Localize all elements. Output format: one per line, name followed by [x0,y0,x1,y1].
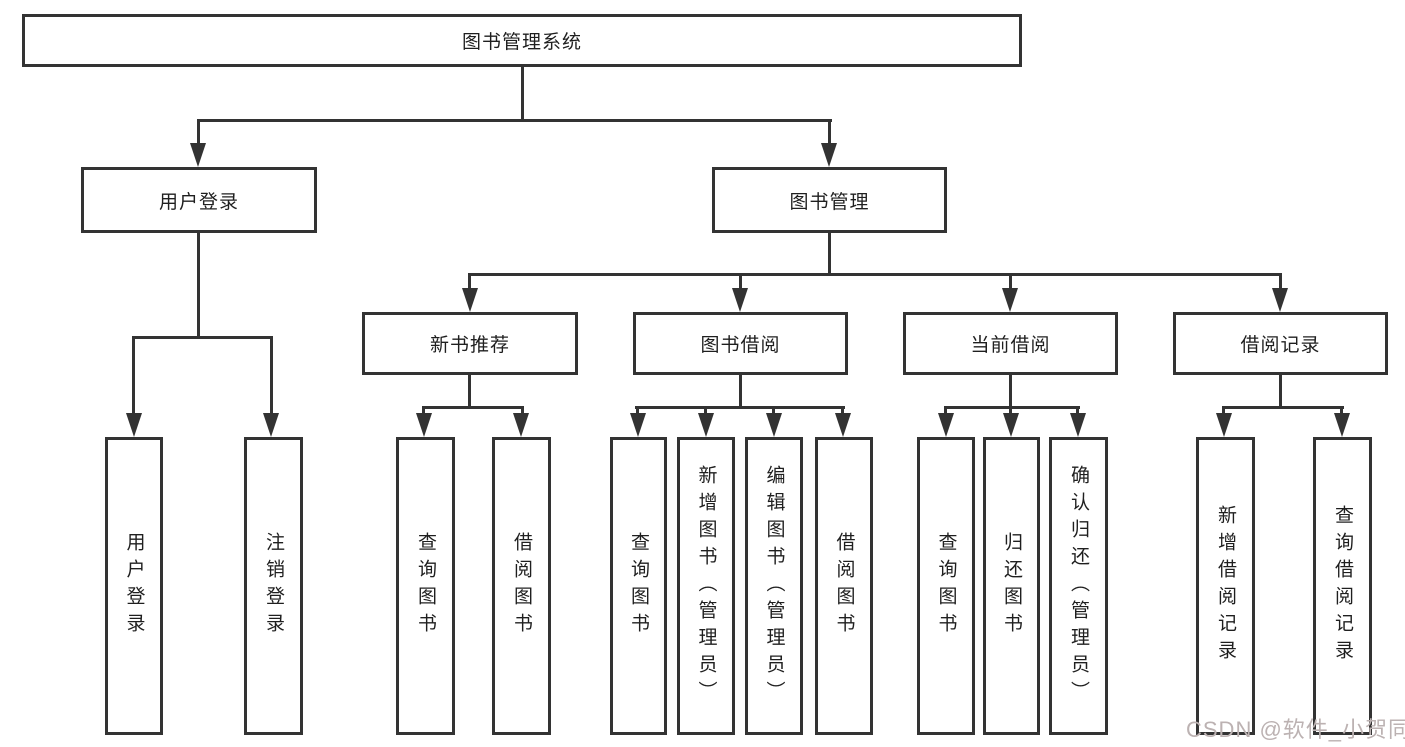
leaf-query-books-1: 查询图书 [396,437,455,735]
leaf-add-borrow-record-label: 新增借阅记录 [1215,505,1236,667]
connector-line [132,336,273,339]
connector-line [635,406,845,409]
arrow-down-icon [190,143,206,167]
connector-line [197,233,200,339]
node-book-management-label: 图书管理 [789,191,870,213]
connector-line [521,67,524,121]
leaf-confirm-return-admin: 确认归还（管理员） [1049,437,1108,735]
leaf-query-books-3-label: 查询图书 [935,532,957,640]
leaf-borrow-books-2: 借阅图书 [815,437,873,735]
connector-line [944,406,1080,409]
node-current-borrowing-label: 当前借阅 [970,335,1051,356]
connector-line [270,339,273,415]
node-library-system-label: 图书管理系统 [461,32,582,53]
connector-line [1009,276,1012,290]
connector-line [468,276,471,290]
connector-line [468,273,1282,276]
node-current-borrowing: 当前借阅 [903,312,1118,375]
connector-line [132,339,135,415]
leaf-query-books-3: 查询图书 [917,437,975,735]
connector-line [1009,375,1012,409]
node-book-management: 图书管理 [712,167,947,233]
arrow-down-icon [126,413,142,437]
leaf-borrow-books-2-label: 借阅图书 [833,532,855,640]
arrow-down-icon [630,413,646,437]
leaf-user-login: 用户登录 [105,437,163,735]
leaf-edit-books-admin-label: 编辑图书（管理员） [763,464,785,708]
leaf-query-books-1-label: 查询图书 [415,532,436,640]
arrow-down-icon [1070,413,1086,437]
leaf-query-books-2: 查询图书 [610,437,667,735]
node-book-borrowing-label: 图书借阅 [700,335,781,356]
arrow-down-icon [938,413,954,437]
arrow-down-icon [1272,288,1288,312]
leaf-return-books: 归还图书 [983,437,1040,735]
arrow-down-icon [821,143,837,167]
arrow-down-icon [416,413,432,437]
connector-line [739,276,742,290]
arrow-down-icon [1002,288,1018,312]
connector-line [197,119,832,122]
csdn-watermark: CSDN @软件_小贺同学 [1186,717,1405,742]
leaf-add-books-admin-label: 新增图书（管理员） [695,464,717,708]
leaf-logout: 注销登录 [244,437,303,735]
node-borrowing-records-label: 借阅记录 [1240,335,1321,356]
leaf-borrow-books-1-label: 借阅图书 [511,532,532,640]
leaf-edit-books-admin: 编辑图书（管理员） [745,437,803,735]
connector-line [828,122,831,146]
connector-line [197,122,200,146]
node-new-book-recommend: 新书推荐 [362,312,578,375]
connector-line [739,375,742,409]
arrow-down-icon [1003,413,1019,437]
arrow-down-icon [732,288,748,312]
connector-line [1279,375,1282,409]
node-new-book-recommend-label: 新书推荐 [429,335,510,356]
node-book-borrowing: 图书借阅 [633,312,848,375]
arrow-down-icon [513,413,529,437]
leaf-add-books-admin: 新增图书（管理员） [677,437,735,735]
leaf-logout-label: 注销登录 [263,532,284,640]
arrow-down-icon [766,413,782,437]
leaf-borrow-books-1: 借阅图书 [492,437,551,735]
connector-line [1279,276,1282,290]
leaf-query-books-2-label: 查询图书 [628,532,649,640]
arrow-down-icon [462,288,478,312]
connector-line [828,233,831,276]
node-user-login-label: 用户登录 [158,191,239,213]
leaf-user-login-label: 用户登录 [123,532,145,640]
arrow-down-icon [1216,413,1232,437]
arrow-down-icon [1334,413,1350,437]
connector-line [468,375,471,409]
leaf-return-books-label: 归还图书 [1001,532,1022,640]
node-user-login: 用户登录 [81,167,317,233]
arrow-down-icon [263,413,279,437]
leaf-query-borrow-record-label: 查询借阅记录 [1332,505,1353,667]
arrow-down-icon [835,413,851,437]
node-borrowing-records: 借阅记录 [1173,312,1388,375]
leaf-confirm-return-admin-label: 确认归还（管理员） [1068,464,1089,708]
leaf-add-borrow-record: 新增借阅记录 [1196,437,1255,735]
leaf-query-borrow-record: 查询借阅记录 [1313,437,1372,735]
node-library-system: 图书管理系统 [22,14,1022,67]
arrow-down-icon [698,413,714,437]
connector-line [1222,406,1344,409]
connector-line [422,406,524,409]
